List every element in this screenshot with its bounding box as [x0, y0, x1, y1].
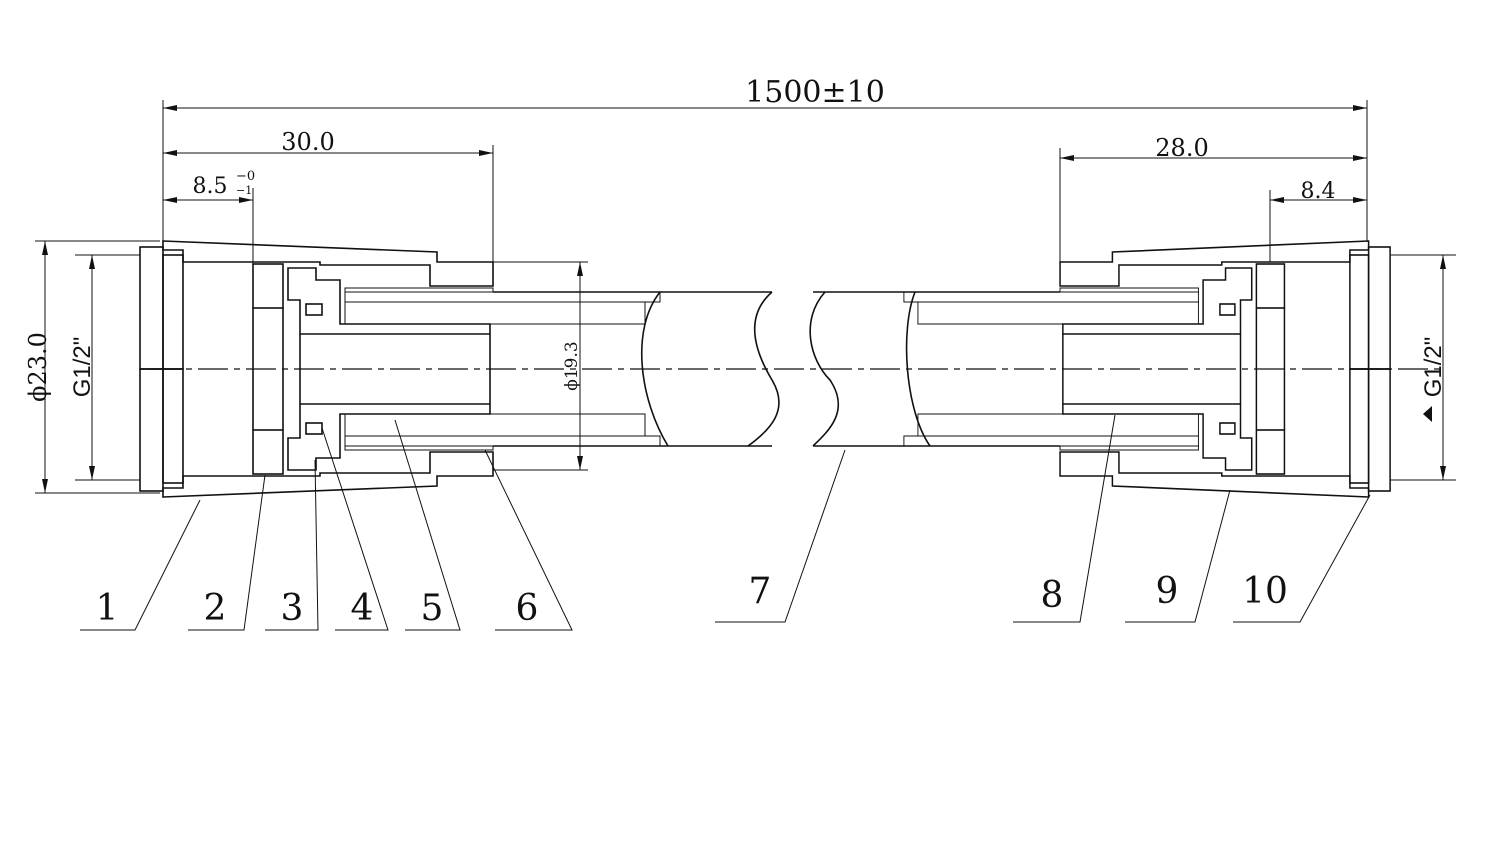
callout-7: 7 [749, 571, 772, 612]
break-line-left [747, 291, 780, 447]
right-thread-depth-dim: 8.4 [1301, 179, 1336, 204]
left-length-dim: 30.0 [281, 128, 334, 156]
hose [493, 291, 1060, 447]
callout-6: 6 [516, 588, 539, 629]
callout-4: 4 [351, 588, 374, 629]
break-line-right [809, 291, 840, 447]
left-thread-dim: G1/2" [69, 337, 96, 398]
callout-2: 2 [204, 588, 227, 629]
callout-1: 1 [96, 588, 119, 629]
thread-depth-tolerance-upper: −0 [236, 169, 255, 184]
dimensions: 1500±10 30.0 8.5 −0 −1 ϕ23.0 G1/2" ϕ19.3… [24, 75, 1456, 494]
left-thread-depth-dim: 8.5 [193, 174, 228, 199]
break-line-right-inner [905, 291, 931, 447]
thread-depth-tolerance-lower: −1 [236, 184, 252, 197]
callout-9: 9 [1156, 571, 1179, 612]
break-line-left-inner [640, 291, 669, 447]
callout-3: 3 [281, 588, 304, 629]
callout-10: 10 [1242, 571, 1288, 612]
right-thread-dim: G1/2" [1420, 337, 1447, 398]
callout-8: 8 [1041, 575, 1064, 616]
thread-marker-icon [1423, 406, 1432, 422]
overall-length-dim: 1500±10 [745, 75, 885, 110]
hose-diameter-dim: ϕ19.3 [562, 341, 582, 390]
outer-diameter-dim: ϕ23.0 [24, 332, 52, 402]
right-length-dim: 28.0 [1155, 134, 1208, 162]
part-callouts: 1 2 3 4 5 6 7 8 9 10 [80, 414, 1371, 631]
callout-5: 5 [421, 588, 444, 629]
